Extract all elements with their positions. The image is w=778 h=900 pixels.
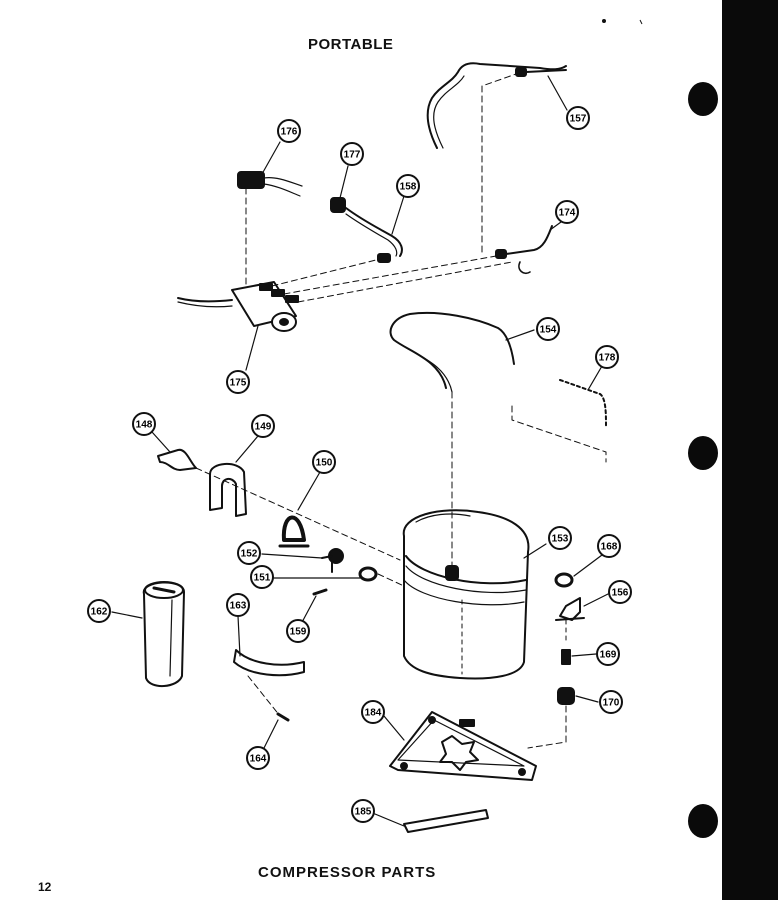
part-169-stud [561, 649, 571, 665]
callout-158: 158 [396, 174, 420, 198]
svg-text:184: 184 [365, 708, 382, 719]
callout-176: 176 [277, 119, 301, 143]
leader-178-dashed [511, 405, 607, 463]
stray-mark [602, 19, 606, 23]
svg-text:168: 168 [601, 542, 618, 553]
stray-mark [639, 19, 643, 25]
binder-hole [688, 804, 718, 838]
svg-text:152: 152 [241, 549, 258, 560]
page-edge-bar [722, 0, 778, 900]
callout-174: 174 [555, 200, 579, 224]
svg-text:169: 169 [600, 650, 617, 661]
callout-150: 150 [312, 450, 336, 474]
callout-153: 153 [548, 526, 572, 550]
leader-148-dashed [195, 467, 401, 561]
svg-text:185: 185 [355, 807, 372, 818]
svg-text:175: 175 [230, 378, 247, 389]
svg-text:154: 154 [540, 325, 557, 336]
part-170-grommet [557, 687, 575, 705]
callout-149: 149 [251, 414, 275, 438]
svg-text:164: 164 [250, 754, 267, 765]
callout-157: 157 [566, 106, 590, 130]
callout-184: 184 [361, 700, 385, 724]
callout-177: 177 [340, 142, 364, 166]
binder-hole [688, 436, 718, 470]
part-185-strip [403, 809, 489, 833]
part-163-strap [233, 649, 305, 677]
part-151-washer [358, 566, 378, 582]
callout-154: 154 [536, 317, 560, 341]
svg-text:159: 159 [290, 627, 307, 638]
part-159-screw [312, 588, 328, 596]
leader-170-dashed [527, 705, 567, 749]
callout-175: 175 [226, 370, 250, 394]
svg-text:153: 153 [552, 534, 569, 545]
callout-159: 159 [286, 619, 310, 643]
callout-leaders [111, 75, 609, 827]
leader-157-dashed [481, 73, 517, 253]
svg-text:151: 151 [254, 573, 271, 584]
callout-151: 151 [250, 565, 274, 589]
svg-text:150: 150 [316, 458, 333, 469]
svg-text:178: 178 [599, 353, 616, 364]
callout-162: 162 [87, 599, 111, 623]
leader-163-dashed [247, 675, 281, 717]
tube-174 [495, 225, 553, 275]
callout-185: 185 [351, 799, 375, 823]
tube-154 [389, 311, 515, 393]
tube-158 [345, 207, 403, 263]
binder-hole [688, 82, 718, 116]
leader-151-dashed [377, 573, 405, 587]
svg-text:174: 174 [559, 208, 576, 219]
svg-text:148: 148 [136, 420, 153, 431]
tube-178 [559, 379, 607, 427]
svg-text:170: 170 [603, 698, 620, 709]
leaders-175-dashed [271, 255, 513, 303]
svg-text:163: 163 [230, 601, 247, 612]
part-175-accumulator [177, 281, 299, 332]
part-184-base-plate [389, 711, 537, 781]
part-150-grommet [278, 515, 310, 548]
callout-152: 152 [237, 541, 261, 565]
svg-text:176: 176 [281, 127, 298, 138]
tube-157 [426, 62, 567, 149]
part-149-bracket [209, 463, 247, 517]
callout-156: 156 [608, 580, 632, 604]
callout-170: 170 [599, 690, 623, 714]
part-152-valve [321, 548, 344, 573]
callout-164: 164 [246, 746, 270, 770]
svg-text:149: 149 [255, 422, 272, 433]
part-153-compressor [402, 509, 530, 680]
callout-169: 169 [596, 642, 620, 666]
part-148-clip [157, 448, 197, 471]
callout-markers: 157 176 177 158 174 175 [87, 106, 632, 823]
callout-163: 163 [226, 593, 250, 617]
page-title: PORTABLE [308, 36, 394, 53]
svg-text:156: 156 [612, 588, 629, 599]
svg-text:162: 162 [91, 607, 108, 618]
callout-168: 168 [597, 534, 621, 558]
page-number: 12 [38, 880, 52, 894]
svg-text:158: 158 [400, 182, 417, 193]
part-177 [330, 197, 346, 213]
part-164-screw [276, 712, 290, 722]
svg-text:157: 157 [570, 114, 587, 125]
part-162-capacitor [142, 581, 185, 687]
svg-text:177: 177 [344, 150, 361, 161]
callout-148: 148 [132, 412, 156, 436]
part-168-nut [554, 572, 574, 588]
callout-178: 178 [595, 345, 619, 369]
part-176 [237, 171, 303, 197]
diagram-caption: COMPRESSOR PARTS [258, 864, 437, 881]
part-156-bracket [555, 597, 585, 621]
